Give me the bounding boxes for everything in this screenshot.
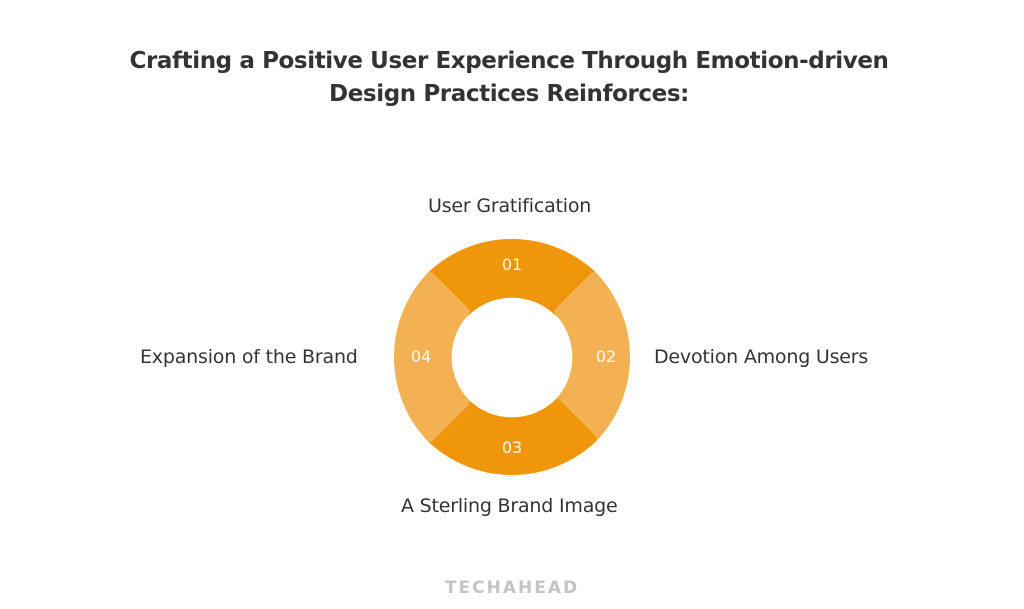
segment-04 [394,272,470,442]
label-user-gratification: User Gratification [428,195,592,217]
segment-01 [427,239,597,316]
segment-03 [427,399,597,475]
segment-number-03: 03 [501,438,523,457]
label-devotion-among-users: Devotion Among Users [654,346,869,368]
segment-02 [554,272,630,442]
segment-number-04: 04 [410,347,432,366]
techahead-logo: TECHAHEAD [444,578,580,598]
title-line-2: Design Practices Reinforces: [329,81,689,107]
segment-number-02: 02 [595,347,617,366]
title-line-1: Crafting a Positive User Experience Thro… [129,48,889,74]
diagram-title: Crafting a Positive User Experience Thro… [0,45,1018,111]
label-sterling-brand-image: A Sterling Brand Image [401,495,618,517]
label-expansion-of-brand: Expansion of the Brand [140,346,358,368]
segment-number-01: 01 [501,255,523,274]
